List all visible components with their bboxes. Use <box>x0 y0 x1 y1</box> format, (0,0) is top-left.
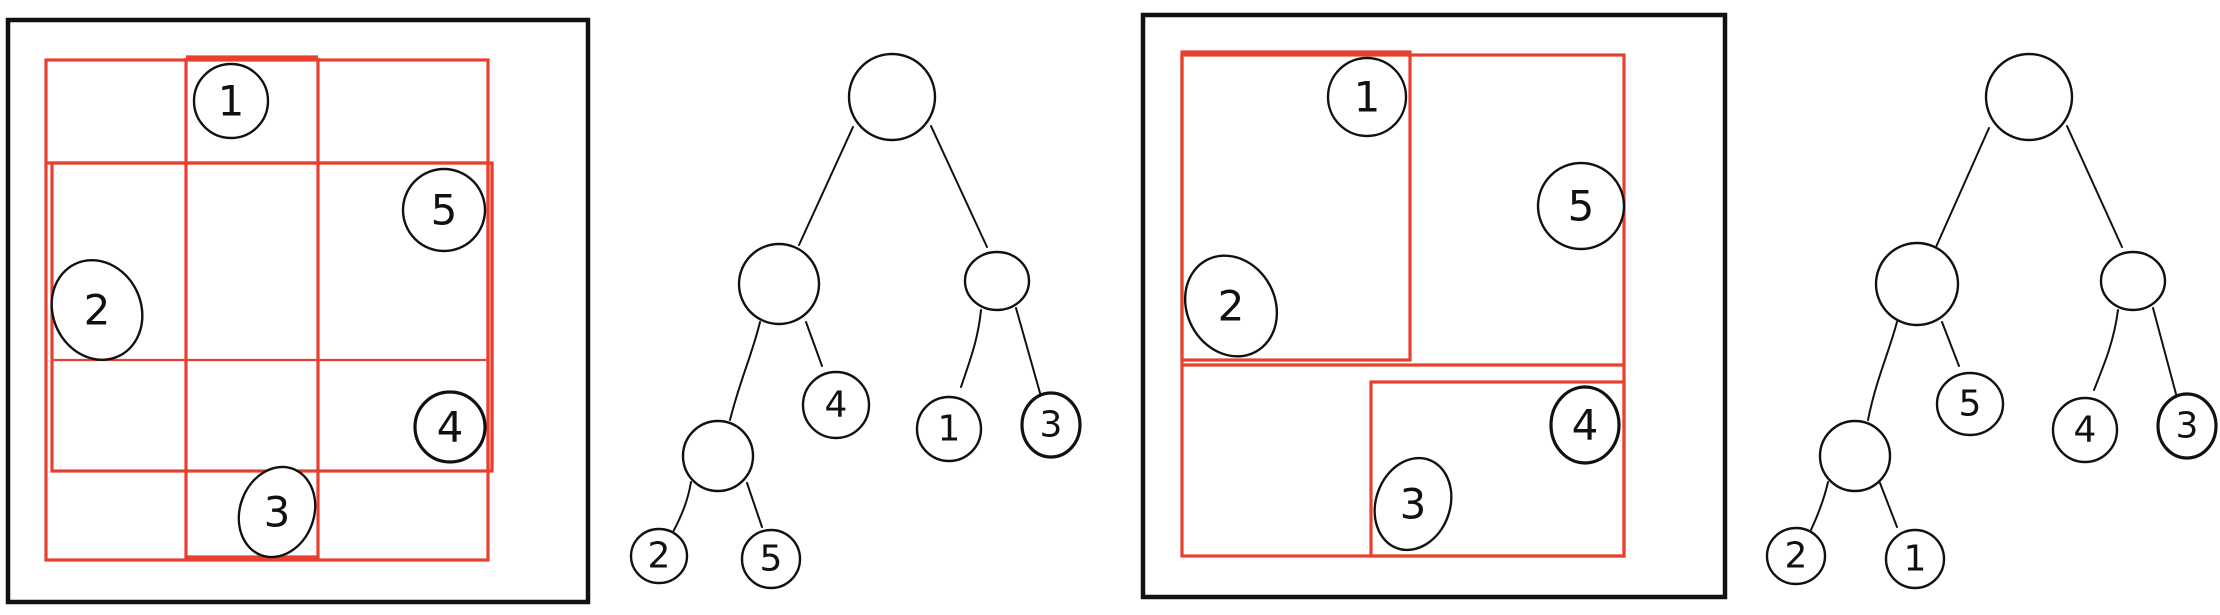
svg-text:4: 4 <box>825 385 848 426</box>
tree-edge <box>1015 307 1041 394</box>
tree-leaf-1: 1 <box>1884 528 1946 590</box>
svg-text:4: 4 <box>437 403 464 452</box>
tree-internal-node <box>681 419 755 493</box>
svg-text:2: 2 <box>1218 282 1245 331</box>
tree-edge <box>930 125 988 248</box>
tree-edge <box>1941 321 1960 367</box>
panel-2-cell-top-left <box>1180 50 1412 362</box>
svg-text:2: 2 <box>84 286 111 335</box>
tree-leaf-4: 4 <box>801 370 871 440</box>
panel-1-partition: 1 5 2 4 3 <box>5 17 591 605</box>
tree-edge <box>729 321 761 421</box>
tree-leaf-2: 2 <box>1765 526 1827 586</box>
panel-2-tree: 5 4 3 2 1 <box>1765 52 2218 590</box>
svg-text:1: 1 <box>938 409 961 450</box>
svg-text:1: 1 <box>1354 73 1381 122</box>
panel-1-point-2: 2 <box>50 258 144 362</box>
svg-text:2: 2 <box>648 536 671 577</box>
tree-edge <box>1935 127 1990 248</box>
panel-2-point-5: 5 <box>1536 161 1626 251</box>
tree-edge <box>805 321 823 367</box>
tree-leaf-5: 5 <box>1935 371 2005 437</box>
tree-edge <box>1879 482 1898 528</box>
panel-2-partition: 1 5 2 4 3 <box>1140 12 1728 600</box>
tree-root-node <box>847 52 937 142</box>
tree-edge <box>2066 125 2123 248</box>
tree-edge <box>960 309 982 388</box>
svg-text:3: 3 <box>2176 406 2199 447</box>
tree-leaf-3: 3 <box>2156 392 2218 460</box>
panel-1-point-5: 5 <box>401 167 487 253</box>
svg-text:5: 5 <box>1568 182 1595 231</box>
svg-text:4: 4 <box>1572 401 1599 450</box>
panel-2-point-2: 2 <box>1183 254 1279 358</box>
panel-2-frame <box>1140 12 1728 600</box>
tree-leaf-2: 2 <box>629 527 689 585</box>
svg-text:4: 4 <box>2074 410 2097 451</box>
svg-text:3: 3 <box>1040 405 1063 446</box>
svg-text:1: 1 <box>218 77 245 126</box>
panel-2-cell-bottom-right <box>1369 380 1626 558</box>
tree-leaf-1: 1 <box>915 395 983 463</box>
tree-internal-node <box>1818 419 1892 493</box>
panel-1-point-1: 1 <box>192 62 270 140</box>
tree-edge <box>2152 307 2177 395</box>
tree-leaf-5: 5 <box>740 528 802 590</box>
tree-internal-node <box>963 250 1031 312</box>
svg-text:1: 1 <box>1904 539 1927 580</box>
tree-root-node <box>1984 52 2074 142</box>
panel-2-point-3: 3 <box>1373 456 1453 552</box>
svg-text:5: 5 <box>1959 384 1982 425</box>
tree-leaf-3: 3 <box>1020 391 1082 459</box>
svg-text:2: 2 <box>1785 536 1808 577</box>
panel-1-point-3: 3 <box>237 465 317 559</box>
svg-text:3: 3 <box>264 488 291 537</box>
panel-2-point-4: 4 <box>1549 385 1621 465</box>
svg-text:3: 3 <box>1400 480 1427 529</box>
tree-edge <box>798 126 854 246</box>
tree-leaf-4: 4 <box>2051 396 2119 464</box>
panel-1-point-4: 4 <box>413 390 487 464</box>
tree-edge <box>1867 321 1898 421</box>
svg-text:5: 5 <box>760 539 783 580</box>
panel-1-tree: 4 1 3 2 5 <box>629 52 1082 590</box>
tree-internal-node <box>737 242 821 326</box>
tree-edge <box>2093 309 2119 391</box>
panel-2-point-1: 1 <box>1326 56 1408 138</box>
tree-internal-node <box>2099 250 2167 312</box>
panel-1-frame <box>5 17 591 605</box>
tree-edge <box>746 482 763 528</box>
tree-internal-node <box>1874 241 1960 327</box>
tree-edge <box>672 481 692 533</box>
tree-edge <box>1809 481 1829 533</box>
svg-text:5: 5 <box>431 186 458 235</box>
